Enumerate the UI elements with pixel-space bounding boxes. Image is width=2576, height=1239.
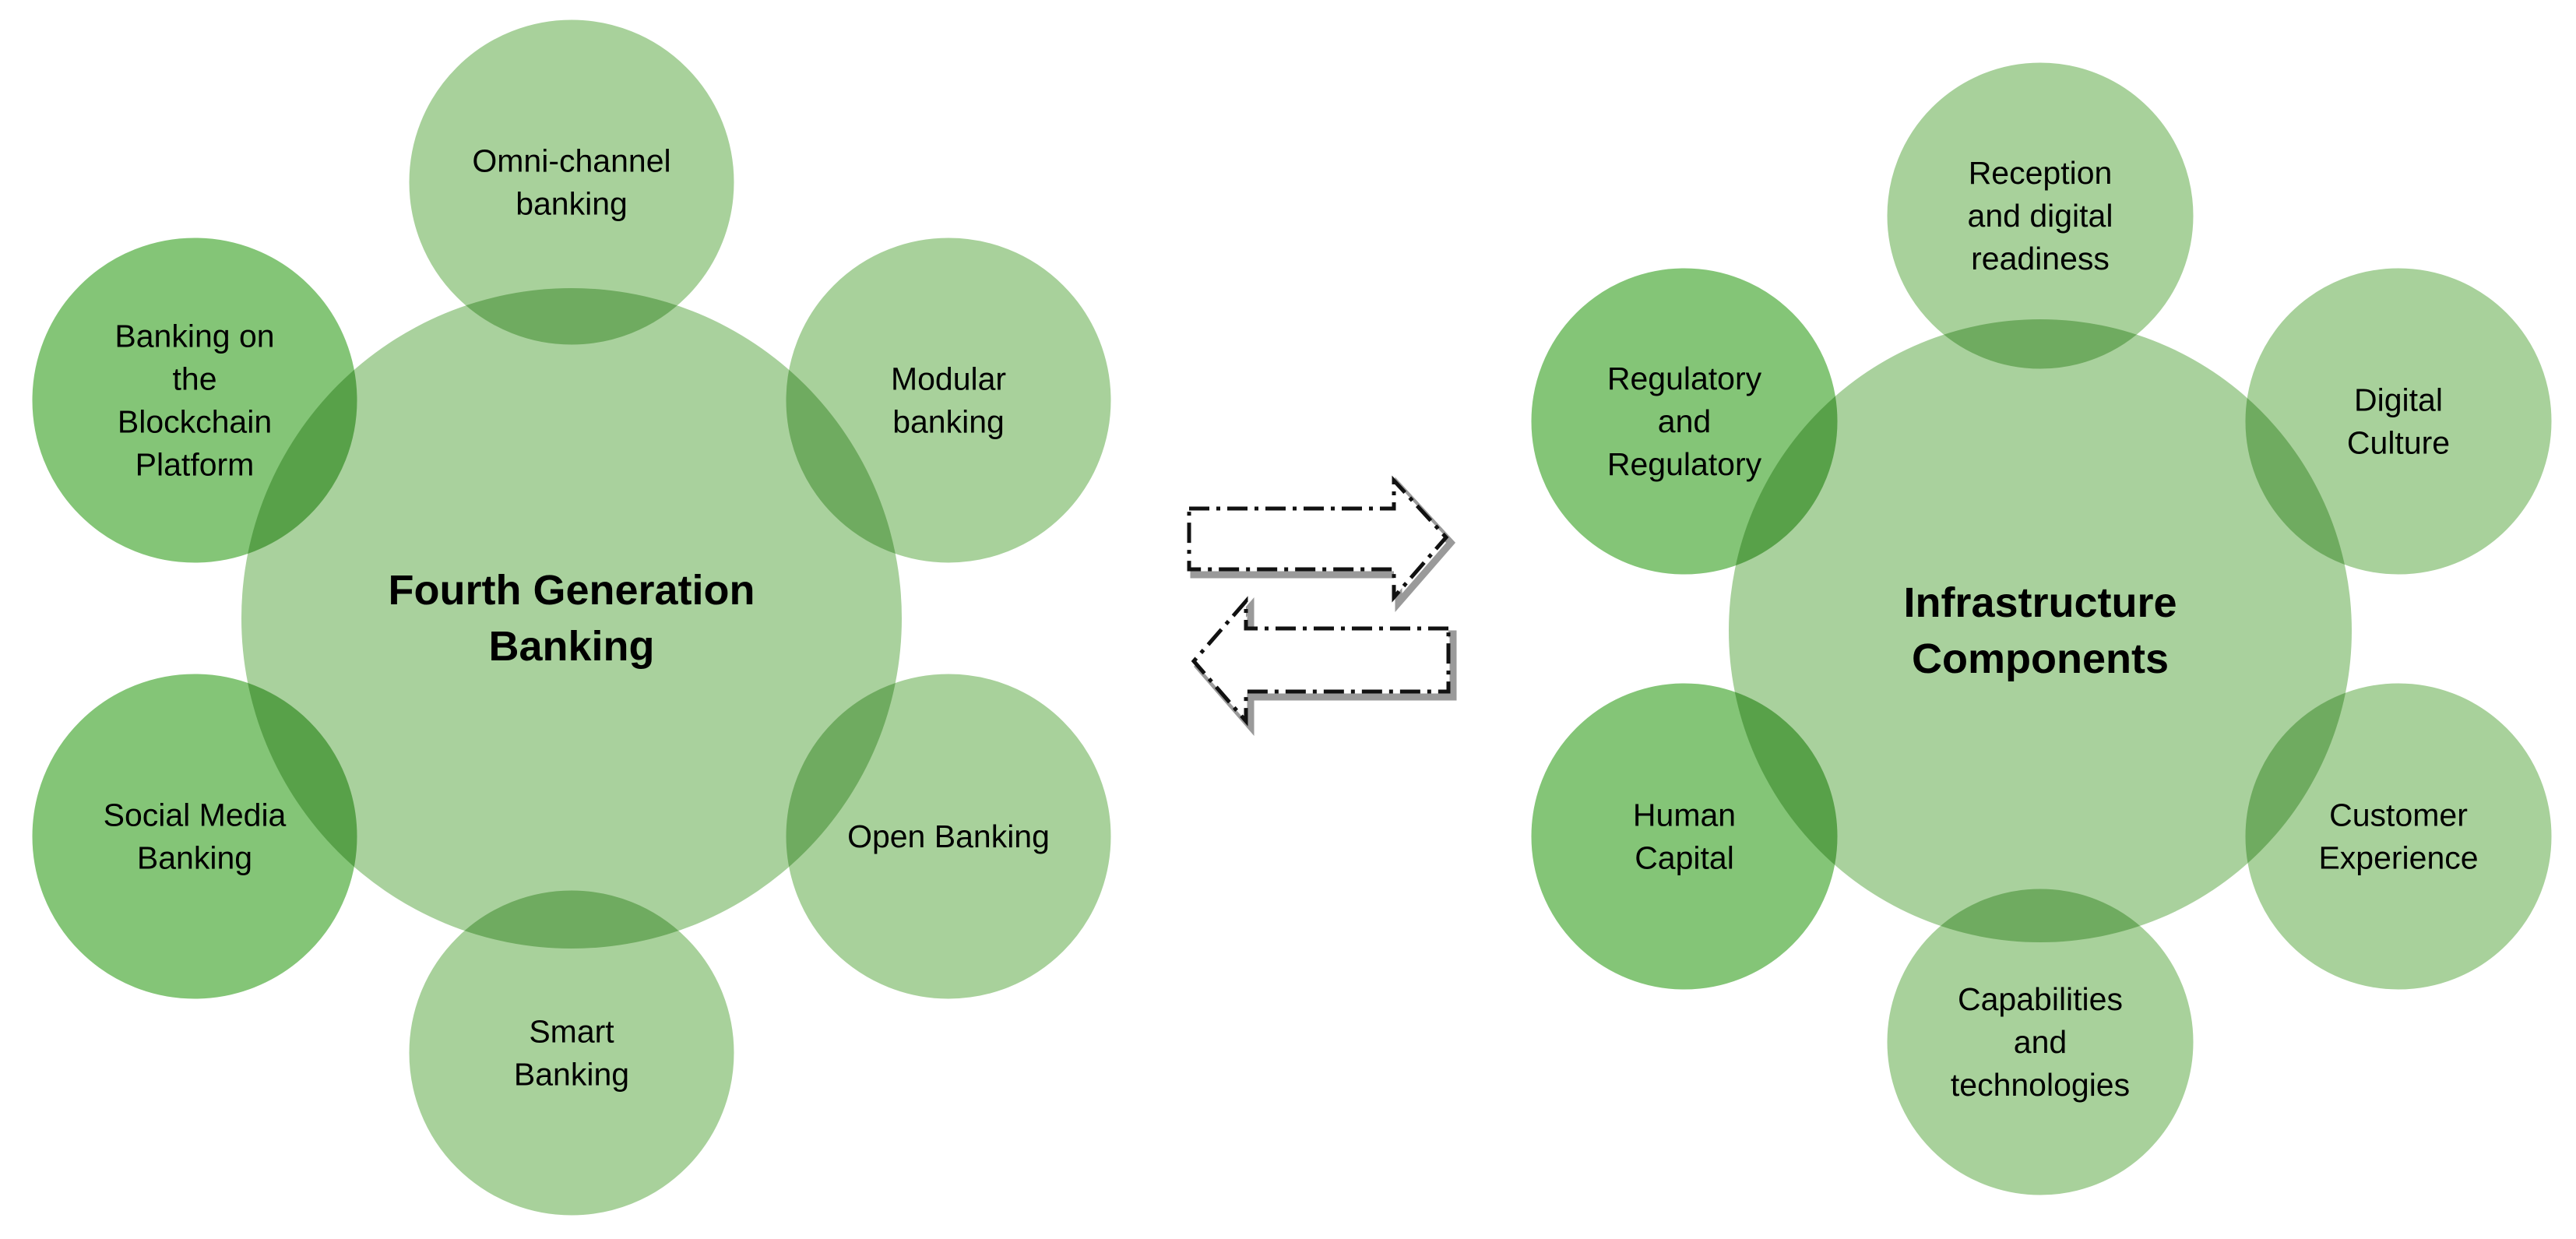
satellite-label-line: Culture	[2347, 425, 2450, 461]
satellite-label-line: Human	[1633, 797, 1736, 833]
satellite-circle	[2240, 262, 2557, 580]
satellite-circle	[26, 668, 363, 1005]
satellite-label: Reception and digital readiness	[1968, 155, 2113, 276]
satellite-label-line: Customer	[2329, 797, 2468, 833]
satellite-circle	[1526, 678, 1843, 995]
satellite-label-line: banking	[892, 404, 1005, 440]
satellite-label: Open Banking	[847, 818, 1050, 854]
satellite-label-line: Smart	[529, 1014, 614, 1050]
satellite-label-line: Modular	[891, 361, 1006, 397]
arrow-right-icon	[1187, 475, 1456, 613]
satellite-circle	[403, 14, 740, 350]
hub-label-line: Banking	[488, 623, 654, 670]
satellite-modular-banking: Modular banking	[780, 232, 1117, 568]
satellite-circle	[1881, 883, 2199, 1201]
satellite-label-line: readiness	[1971, 241, 2110, 276]
satellite-open-banking: Open Banking	[780, 668, 1117, 1005]
satellite-label-line: technologies	[1951, 1067, 2130, 1103]
satellite-label-line: Banking	[137, 840, 252, 876]
hub-label-line: Components	[1912, 635, 2169, 682]
exchange-arrows	[1187, 475, 1457, 737]
satellite-label-line: Social Media	[104, 797, 287, 833]
satellite-label-line: and	[2014, 1024, 2067, 1060]
satellite-capabilities-and-technologies: Capabilities and technologies	[1881, 883, 2199, 1201]
satellite-circle	[26, 232, 363, 568]
satellite-circle	[1881, 57, 2199, 375]
satellite-label-line: Platform	[135, 447, 255, 483]
satellite-label: Omni-channel banking	[472, 143, 670, 222]
satellite-label-line: Banking on	[114, 319, 274, 354]
satellite-label-line: Reception	[1969, 155, 2113, 191]
satellite-label-line: Experience	[2318, 840, 2478, 876]
satellite-label: Modular banking	[891, 361, 1006, 440]
arrow-outline	[1191, 596, 1451, 727]
satellite-label-line: and digital	[1968, 198, 2113, 234]
hub-label-line: Infrastructure	[1903, 579, 2177, 626]
satellite-label-line: Digital	[2354, 382, 2443, 418]
satellite-label-line: Regulatory	[1607, 446, 1762, 482]
satellite-circle	[780, 232, 1117, 568]
satellite-omni-channel-banking: Omni-channel banking	[403, 14, 740, 350]
satellite-label-line: Omni-channel	[472, 143, 670, 179]
satellite-label-line: Open Banking	[847, 818, 1050, 854]
satellite-label-line: Capital	[1635, 840, 1734, 876]
satellite-label-line: and	[1658, 403, 1711, 439]
hub-circle	[241, 288, 902, 949]
satellite-label-line: Blockchain	[118, 404, 272, 440]
satellite-label-line: Banking	[514, 1057, 629, 1093]
arrow-outline	[1187, 475, 1449, 603]
satellite-reception-and-digital-readiness: Reception and digital readiness	[1881, 57, 2199, 375]
arrow-left-icon	[1191, 596, 1457, 737]
hub-label-line: Fourth Generation	[389, 567, 755, 614]
satellite-label-line: Regulatory	[1607, 361, 1762, 396]
satellite-label-line: the	[173, 361, 217, 397]
satellite-circle	[2240, 678, 2557, 995]
satellite-circle	[1526, 262, 1843, 580]
satellite-label: Capabilities and technologies	[1951, 981, 2130, 1103]
satellite-circle	[403, 885, 740, 1221]
satellite-label-line: Capabilities	[1958, 981, 2123, 1017]
satellite-circle	[780, 668, 1117, 1005]
satellite-label-line: banking	[516, 186, 628, 222]
hub-circle	[1729, 319, 2352, 942]
